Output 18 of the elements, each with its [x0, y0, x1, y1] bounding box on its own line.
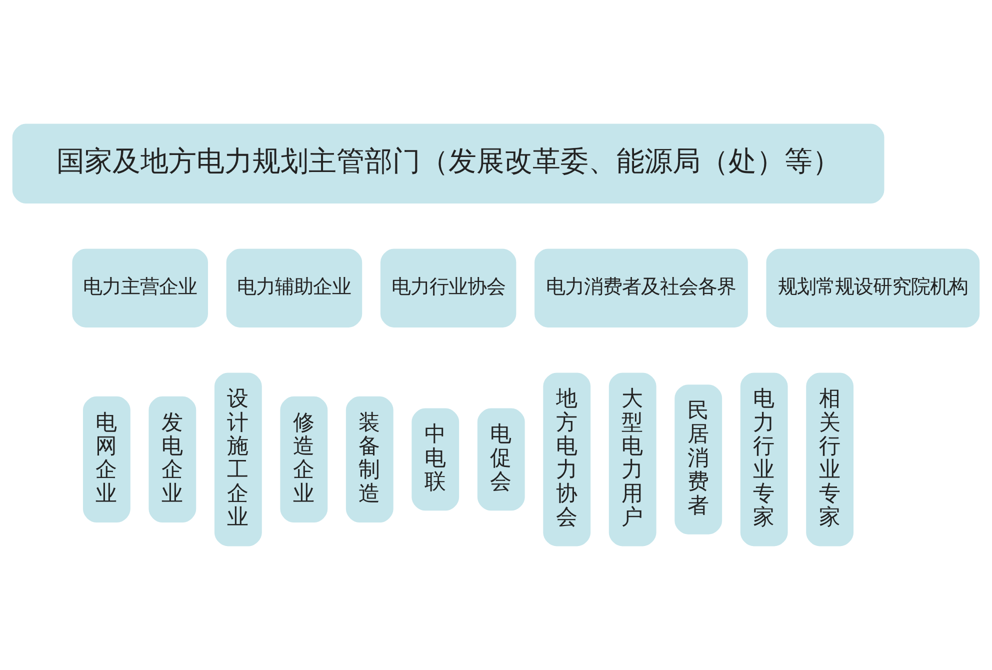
node-box: 规划常规设研究院机构	[766, 248, 980, 328]
node-box: 装备制造	[346, 396, 394, 523]
node-box: 电促会	[477, 408, 525, 511]
node-box: 相关行业专家	[806, 372, 854, 546]
node-box: 电网企业	[82, 396, 130, 523]
node-box: 国家及地方电力规划主管部门（发展改革委、能源局（处）等）	[12, 124, 884, 204]
node-box: 电力辅助企业	[226, 248, 362, 328]
node-box: 发电企业	[148, 396, 196, 523]
node-box: 电力行业协会	[380, 248, 516, 328]
node-box: 民居消费者	[674, 384, 722, 534]
node-box: 修造企业	[280, 396, 328, 523]
node-box: 大型电力用户	[608, 372, 656, 546]
node-box: 地方电力协会	[543, 372, 591, 546]
node-box: 电力消费者及社会各界	[534, 248, 748, 328]
node-box: 设计施工企业	[214, 372, 262, 546]
node-box: 中电联	[412, 408, 460, 511]
node-box: 电力行业专家	[740, 372, 788, 546]
node-box: 电力主营企业	[72, 248, 208, 328]
